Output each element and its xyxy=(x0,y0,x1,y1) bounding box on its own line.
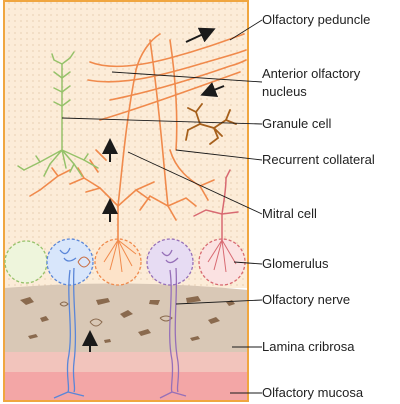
label-granule-cell: Granule cell xyxy=(262,116,332,131)
glomeruli xyxy=(4,238,246,286)
diagram-frame xyxy=(3,0,249,402)
leader-recurrent-collateral xyxy=(175,149,263,161)
label-anterior-olfactory-nucleus-line1: Anterior olfactory xyxy=(262,66,361,81)
dendritic-tufts xyxy=(77,239,237,273)
leader-anterior-nucleus xyxy=(111,71,263,83)
nerve-layer xyxy=(4,283,248,352)
leader-mitral-cell xyxy=(127,151,263,215)
label-anterior-olfactory-nucleus-line2: nucleus xyxy=(262,84,307,99)
label-recurrent-collateral: Recurrent collateral xyxy=(262,152,375,167)
label-olfactory-nerve: Olfactory nerve xyxy=(262,292,351,307)
arrow-nucleus xyxy=(200,82,225,97)
label-mitral-cell: Mitral cell xyxy=(262,206,317,221)
leader-olfactory-nerve xyxy=(175,299,263,305)
label-olfactory-peduncle: Olfactory peduncle xyxy=(262,12,371,27)
label-glomerulus: Glomerulus xyxy=(262,256,329,271)
glomerulus-2 xyxy=(46,238,94,286)
leader-olfactory-peduncle xyxy=(229,19,263,41)
glomerulus-3 xyxy=(94,238,142,286)
pink-cell xyxy=(193,169,239,241)
mucosa-layer xyxy=(4,372,248,400)
granule-cell xyxy=(17,51,99,177)
leader-glomerulus xyxy=(233,261,263,265)
label-lamina-cribrosa: Lamina cribrosa xyxy=(262,339,355,354)
mitral-cells xyxy=(29,33,247,241)
receptor-axons xyxy=(53,247,187,399)
leader-granule-cell xyxy=(61,117,263,125)
nerve-outlines xyxy=(59,301,173,327)
label-olfactory-mucosa: Olfactory mucosa xyxy=(262,385,364,400)
glomerulus-1 xyxy=(4,240,48,284)
arrow-peduncle xyxy=(185,27,216,43)
leader-lines xyxy=(61,19,263,394)
lamina-layer xyxy=(4,352,248,372)
flow-arrows xyxy=(82,27,225,352)
anterior-nucleus-cell xyxy=(185,103,237,145)
